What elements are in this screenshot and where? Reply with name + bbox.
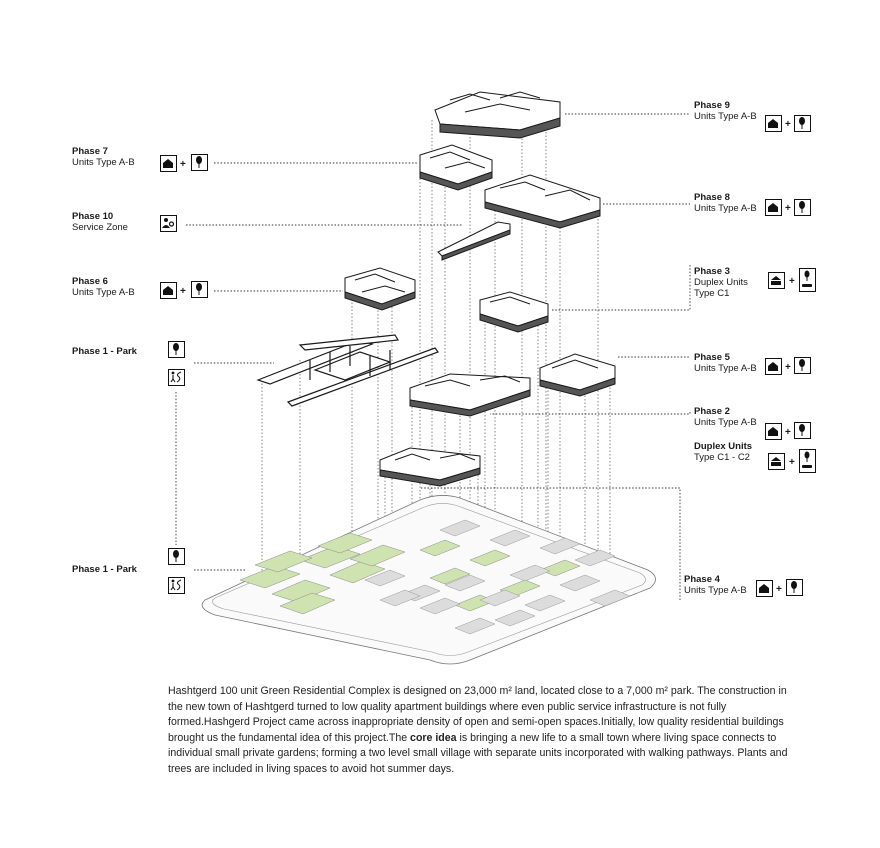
phase5-cluster (539, 353, 616, 397)
site-ground-plan (201, 495, 656, 665)
project-description: Hashtgerd 100 unit Green Residential Com… (168, 684, 798, 778)
phase1-park-bottom-title: Phase 1 - Park (72, 564, 137, 575)
phase2-subtitle: Units Type A-B (694, 417, 757, 428)
phase3-subtitle2: Type C1 (694, 288, 730, 299)
tree-icon (794, 422, 811, 439)
phase1-park-top-label: Phase 1 - Park (72, 346, 137, 357)
phase6-title: Phase 6 (72, 276, 108, 287)
service-person-icon (160, 215, 177, 232)
house-icon (765, 115, 782, 132)
phase9-subtitle: Units Type A-B (694, 111, 757, 122)
plus-sign: + (789, 457, 795, 468)
residential-grey-plots (364, 519, 631, 635)
phase7-cluster (419, 144, 493, 191)
phase3-cluster (479, 291, 549, 333)
phase2-label: Phase 2 Units Type A-B (694, 406, 757, 428)
phase3-subtitle: Duplex Units (694, 277, 748, 288)
house-icon (756, 580, 773, 597)
plus-sign: + (180, 159, 186, 170)
phase1-park-structure (256, 334, 439, 407)
phase7-subtitle: Units Type A-B (72, 157, 135, 168)
phase3-title: Phase 3 (694, 266, 730, 277)
phase8-title: Phase 8 (694, 192, 730, 203)
walking-path-icon (168, 577, 185, 594)
phase5-label: Phase 5 Units Type A-B (694, 352, 757, 374)
phase2-cluster (409, 373, 531, 417)
phase4-cluster (379, 447, 481, 487)
plus-sign: + (776, 584, 782, 595)
phase1-park-top-title: Phase 1 - Park (72, 346, 137, 357)
phase5-subtitle: Units Type A-B (694, 363, 757, 374)
park-green-plots (239, 532, 581, 615)
phase6-cluster (344, 267, 416, 311)
phase2-duplex-subtitle: Type C1 - C2 (694, 452, 750, 463)
plus-sign: + (789, 276, 795, 287)
phase2-duplex-title: Duplex Units (694, 441, 753, 452)
tree-icon (168, 548, 185, 565)
phase5-title: Phase 5 (694, 352, 730, 363)
phase9-label: Phase 9 Units Type A-B (694, 100, 757, 122)
walking-path-icon (168, 369, 185, 386)
plus-sign: + (180, 286, 186, 297)
phase10-label: Phase 10 Service Zone (72, 211, 128, 233)
tree-car-icon (799, 449, 816, 473)
phase7-title: Phase 7 (72, 146, 108, 157)
plus-sign: + (785, 119, 791, 130)
phase7-label: Phase 7 Units Type A-B (72, 146, 135, 168)
phase9-cluster (434, 91, 561, 139)
phase2-title: Phase 2 (694, 406, 730, 417)
tree-icon (794, 357, 811, 374)
tree-icon (168, 341, 185, 358)
house-icon (765, 423, 782, 440)
house-icon (765, 358, 782, 375)
house-icon (160, 155, 177, 172)
description-part2: is bringing a new life to a small town w… (168, 731, 788, 775)
plus-sign: + (785, 362, 791, 373)
plus-sign: + (785, 427, 791, 438)
house-icon (160, 282, 177, 299)
leader-lines (175, 113, 691, 600)
tree-icon (191, 281, 208, 298)
building-clusters (256, 91, 616, 487)
phase10-title: Phase 10 (72, 211, 114, 222)
description-part1: Hashtgerd 100 unit Green Residential Com… (168, 685, 787, 744)
description-core-idea: core idea (410, 731, 457, 744)
tree-icon (191, 154, 208, 171)
plus-sign: + (785, 203, 791, 214)
phase8-cluster (484, 174, 601, 229)
phase6-label: Phase 6 Units Type A-B (72, 276, 135, 298)
phase9-title: Phase 9 (694, 100, 730, 111)
phase10-service-zone (437, 221, 511, 261)
phase4-subtitle: Units Type A-B (684, 585, 747, 596)
phase3-label: Phase 3 Duplex Units Type C1 (694, 266, 748, 299)
tree-car-icon (799, 268, 816, 292)
house-icon (765, 199, 782, 216)
phase6-subtitle: Units Type A-B (72, 287, 135, 298)
phase2-duplex-label: Duplex Units Type C1 - C2 (694, 441, 752, 463)
phase1-park-bottom-label: Phase 1 - Park (72, 564, 137, 575)
phase8-label: Phase 8 Units Type A-B (694, 192, 757, 214)
phase4-label: Phase 4 Units Type A-B (684, 574, 747, 596)
duplex-house-icon (768, 272, 785, 289)
phase4-title: Phase 4 (684, 574, 720, 585)
phase8-subtitle: Units Type A-B (694, 203, 757, 214)
tree-icon (794, 115, 811, 132)
tree-icon (786, 579, 803, 596)
phase10-subtitle: Service Zone (72, 222, 128, 233)
duplex-house-icon (768, 453, 785, 470)
tree-icon (794, 199, 811, 216)
